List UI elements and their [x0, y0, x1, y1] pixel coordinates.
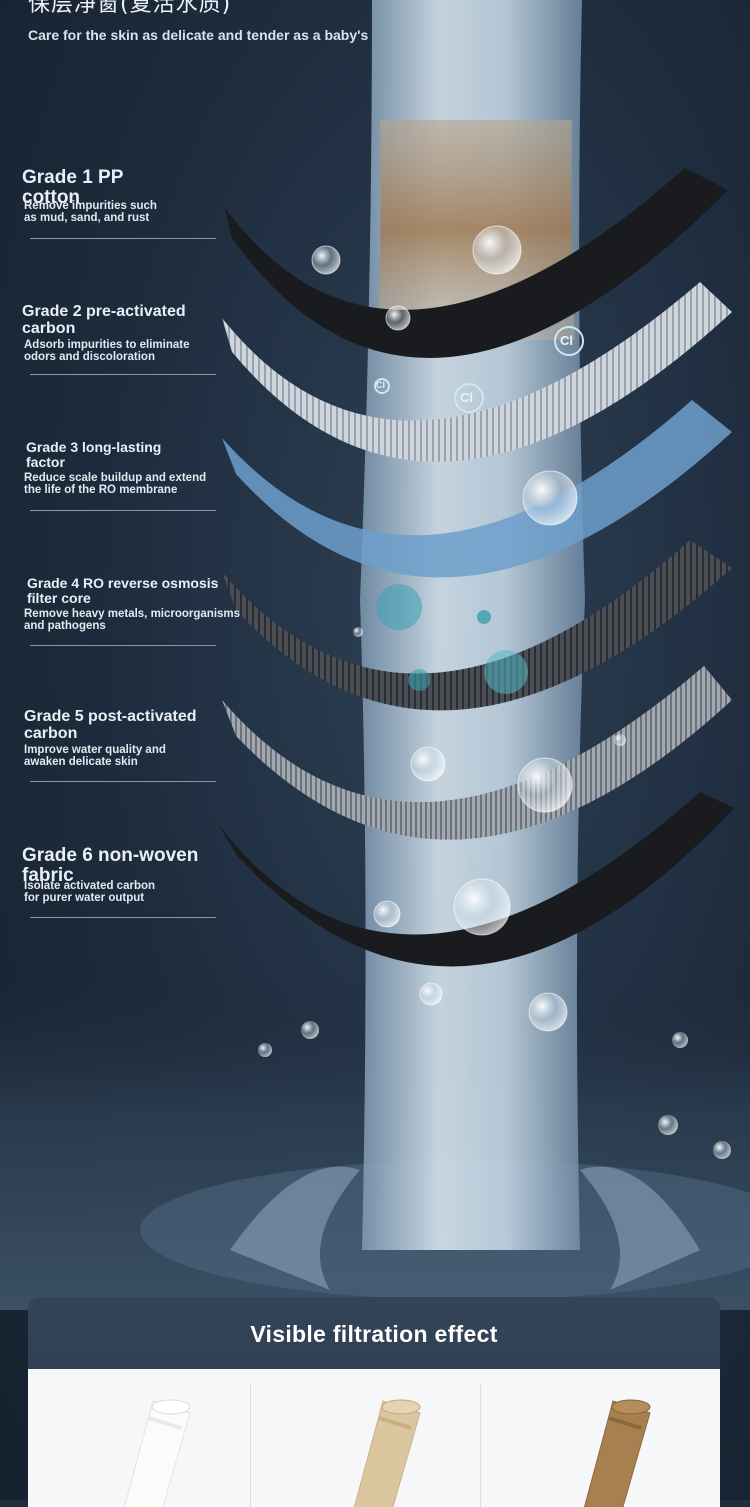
molecule-label: Cl — [460, 390, 473, 405]
molecule-label: Cl — [376, 380, 385, 390]
stage-divider — [30, 781, 216, 782]
stage-title: Grade 1 PP cotton — [22, 167, 124, 208]
stage-divider — [30, 917, 216, 918]
stage-1: Grade 1 PP cotton Remove impurities such… — [22, 167, 242, 239]
stage-title: Grade 3 long-lasting factor — [26, 439, 162, 470]
stage-5: Grade 5 post-activated carbon Improve wa… — [22, 708, 242, 782]
stage-divider — [30, 645, 216, 646]
stage-description: Reduce scale buildup and extend the life… — [24, 472, 207, 496]
filter-cartridge-clean — [123, 1399, 191, 1507]
filter-cartridge-used — [353, 1399, 421, 1507]
panel-title: Visible filtration effect — [250, 1321, 498, 1347]
hero-subtitle: Care for the skin as delicate and tender… — [28, 27, 369, 43]
stage-description: Improve water quality and awaken delicat… — [24, 744, 166, 768]
stage-description: Adsorb impurities to eliminate odors and… — [24, 339, 190, 363]
stage-title: Grade 2 pre-activated carbon — [22, 303, 186, 337]
filter-comparison-row — [28, 1369, 720, 1507]
column-divider — [480, 1383, 481, 1507]
stage-description: Isolate activated carbon for purer water… — [24, 880, 156, 904]
stage-description: Remove heavy metals, microorganisms and … — [24, 608, 241, 632]
stage-divider — [30, 238, 216, 239]
stage-title: Grade 4 RO reverse osmosis filter core — [27, 575, 219, 606]
column-divider — [250, 1383, 251, 1507]
stage-description: Remove impurities such as mud, sand, and… — [24, 200, 157, 224]
filtration-effect-panel: Visible filtration effect — [28, 1297, 720, 1507]
stage-title: Grade 5 post-activated carbon — [24, 708, 197, 742]
stage-2: Grade 2 pre-activated carbon Adsorb impu… — [22, 303, 242, 375]
stage-6: Grade 6 non-woven fabric Isolate activat… — [22, 845, 242, 918]
stage-title: Grade 6 non-woven fabric — [22, 845, 199, 886]
stage-divider — [30, 510, 216, 511]
stage-3: Grade 3 long-lasting factor Reduce scale… — [22, 439, 242, 511]
filter-cartridge-dirty — [583, 1399, 651, 1507]
hero-title: 保层净窗(复活水质) — [28, 0, 232, 17]
molecule-label: Cl — [560, 333, 573, 348]
stage-4: Grade 4 RO reverse osmosis filter core R… — [22, 575, 242, 646]
stage-divider — [30, 374, 216, 375]
panel-header: Visible filtration effect — [28, 1297, 720, 1369]
